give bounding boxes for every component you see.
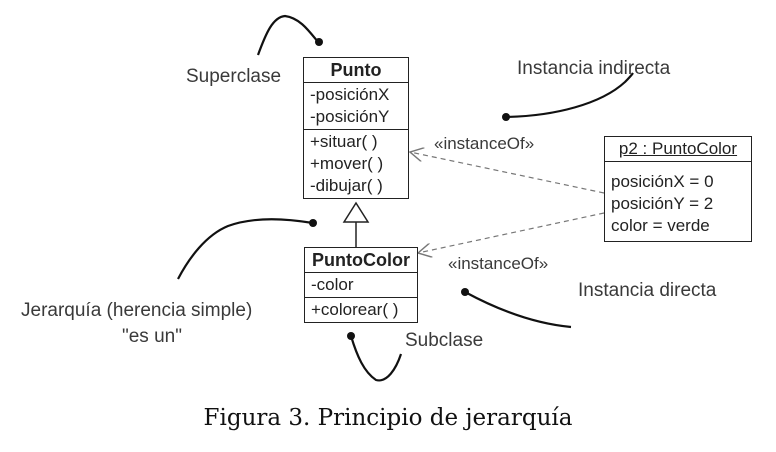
slot: color = verde [611,216,710,235]
callout-instancia-directa [464,291,572,329]
generalization-triangle [342,201,370,223]
label-instanceof-top: «instanceOf» [434,134,535,153]
callout-subclase-dot [347,332,355,340]
callout-subclase [349,335,403,382]
slot: posiciónX = 0 [611,172,714,191]
class-puntocolor-attributes: -color [305,273,417,298]
label-instanceof-bottom: «instanceOf» [448,254,549,273]
class-punto-operations: +situar( ) +mover( ) -dibujar( ) [304,130,408,198]
callout-jerarquia-dot [309,219,317,227]
instanceof-arrow-direct [418,212,605,253]
label-superclase: Superclase [186,66,282,87]
class-punto-attributes: -posiciónX -posiciónY [304,83,408,130]
object-p2: p2 : PuntoColor posiciónX = 0 posiciónY … [604,136,752,242]
callout-instancia-directa-dot [461,288,469,296]
class-puntocolor-operations: +colorear( ) [305,298,417,322]
class-puntocolor: PuntoColor -color +colorear( ) [304,247,418,323]
operation: +colorear( ) [311,300,399,319]
attribute: -posiciónY [310,107,390,126]
object-p2-name: p2 : PuntoColor [605,137,751,162]
class-puntocolor-name: PuntoColor [305,248,417,273]
callout-instancia-indirecta-dot [502,113,510,121]
callout-jerarquia [177,218,314,280]
callout-superclase-dot [315,38,323,46]
class-punto: Punto -posiciónX -posiciónY +situar( ) +… [303,57,409,199]
label-subclase: Subclase [405,330,484,351]
operation: +situar( ) [310,132,378,151]
attribute: -color [311,275,354,294]
label-es-un: "es un" [122,326,182,347]
label-instancia-indirecta: Instancia indirecta [517,58,671,79]
operation: -dibujar( ) [310,176,383,195]
label-instancia-directa: Instancia directa [578,280,717,301]
object-p2-slots: posiciónX = 0 posiciónY = 2 color = verd… [605,162,751,241]
class-punto-name: Punto [304,58,408,83]
operation: +mover( ) [310,154,384,173]
figure-caption: Figura 3. Principio de jerarquía [203,405,573,431]
label-jerarquia: Jerarquía (herencia simple) [21,300,253,321]
callout-instancia-indirecta [505,72,634,119]
slot: posiciónY = 2 [611,194,714,213]
callout-superclase [256,14,319,56]
attribute: -posiciónX [310,85,390,104]
instanceof-arrow-indirect [410,152,605,194]
